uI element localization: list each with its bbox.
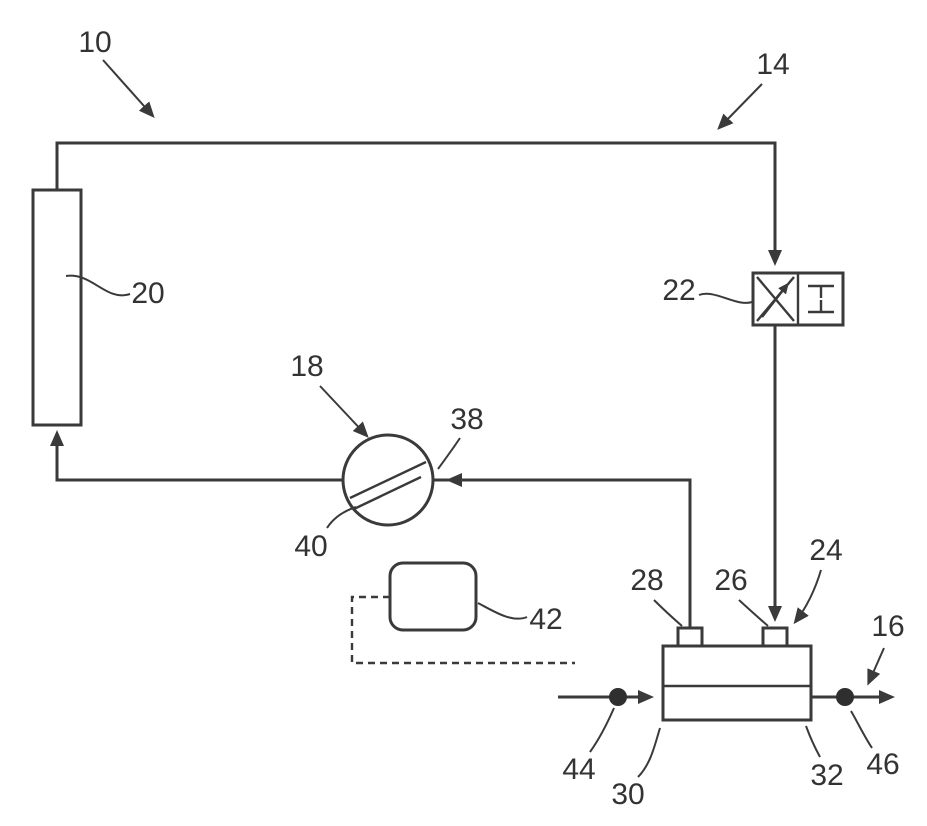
controller bbox=[350, 561, 575, 665]
leader-32 bbox=[805, 725, 821, 758]
compressor bbox=[341, 433, 435, 527]
controller-body bbox=[388, 561, 478, 632]
expansion-valve bbox=[751, 271, 845, 327]
condenser-body bbox=[31, 188, 83, 427]
label-24: 24 bbox=[809, 534, 842, 567]
leader-20 bbox=[65, 274, 131, 297]
leader-26 bbox=[738, 599, 769, 627]
leader-40 bbox=[326, 506, 357, 529]
valve-port-symbol-bottom bbox=[808, 300, 834, 314]
valve-adjust-arrow bbox=[761, 282, 789, 318]
label-16: 16 bbox=[871, 610, 904, 643]
refrigerant-circuit bbox=[50, 141, 782, 628]
leader-10 bbox=[102, 59, 155, 118]
outlet-sensor-dot bbox=[836, 688, 854, 706]
leader-44 bbox=[589, 707, 615, 753]
coolant-flow bbox=[558, 688, 895, 706]
leader-lines bbox=[65, 59, 885, 778]
port-26 bbox=[761, 626, 789, 648]
label-38: 38 bbox=[450, 403, 483, 436]
leader-16 bbox=[867, 647, 885, 686]
pipe-discharge-line bbox=[50, 430, 343, 482]
control-signal-line bbox=[350, 595, 575, 665]
leader-22 bbox=[698, 292, 753, 304]
label-26: 26 bbox=[714, 564, 747, 597]
reference-numerals: 10 14 20 22 18 38 40 42 24 26 28 16 44 3… bbox=[78, 26, 904, 811]
leader-24 bbox=[793, 569, 822, 625]
leader-38 bbox=[437, 437, 461, 470]
label-22: 22 bbox=[662, 274, 695, 307]
label-18: 18 bbox=[290, 350, 323, 383]
battery-heat-exchanger bbox=[661, 626, 813, 722]
pipe-suction-line bbox=[433, 478, 692, 628]
label-20: 20 bbox=[131, 277, 164, 310]
label-10: 10 bbox=[78, 26, 111, 59]
battery-body bbox=[661, 644, 813, 722]
leader-28 bbox=[653, 599, 683, 627]
label-28: 28 bbox=[630, 564, 663, 597]
label-42: 42 bbox=[529, 603, 562, 636]
label-44: 44 bbox=[562, 753, 595, 786]
compressor-vane-1 bbox=[349, 460, 427, 500]
condenser bbox=[31, 188, 83, 427]
label-46: 46 bbox=[866, 748, 899, 781]
leader-14 bbox=[717, 83, 763, 130]
leader-18 bbox=[319, 385, 369, 438]
inlet-sensor-dot bbox=[609, 688, 627, 706]
label-14: 14 bbox=[756, 48, 789, 81]
leader-42 bbox=[477, 602, 528, 620]
leader-46 bbox=[850, 710, 873, 749]
label-32: 32 bbox=[810, 759, 843, 792]
label-40: 40 bbox=[294, 530, 327, 563]
label-30: 30 bbox=[611, 778, 644, 811]
pipe-top-run bbox=[55, 141, 782, 266]
compressor-vane-2 bbox=[353, 475, 422, 511]
leader-30 bbox=[637, 727, 661, 778]
port-28 bbox=[676, 626, 704, 648]
valve-port-symbol-top bbox=[808, 284, 834, 298]
